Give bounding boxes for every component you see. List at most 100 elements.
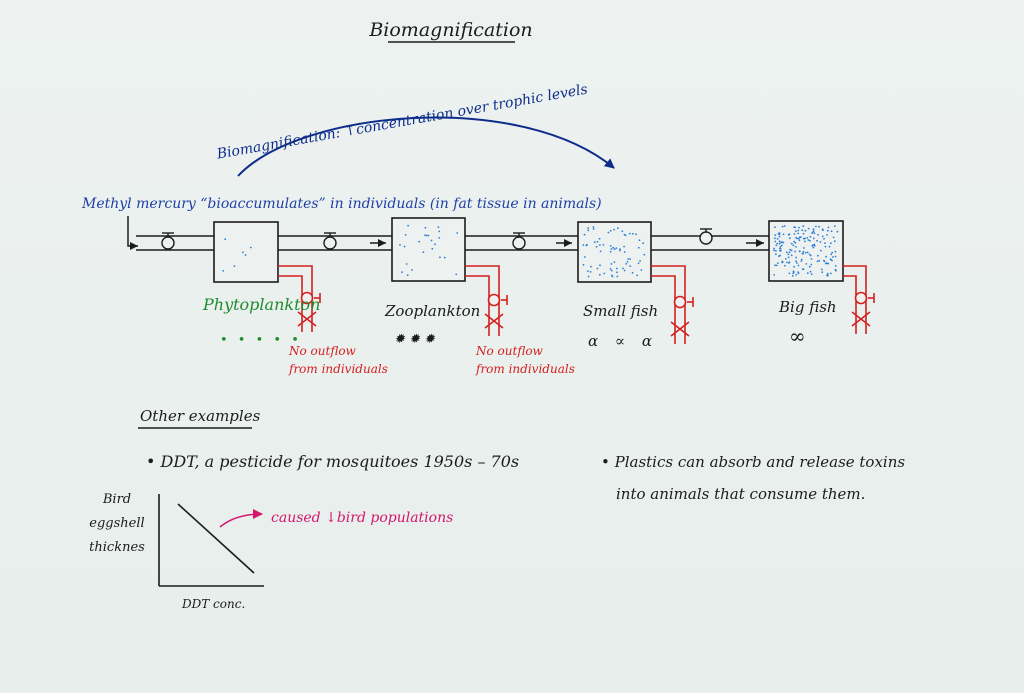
concentration-dot bbox=[815, 225, 817, 228]
concentration-dot bbox=[609, 250, 612, 253]
concentration-dot bbox=[787, 256, 790, 259]
concentration-dot bbox=[401, 271, 403, 273]
concentration-dot bbox=[424, 226, 427, 229]
concentration-dot bbox=[774, 226, 776, 229]
no-outflow-note-1-line1: No outflow bbox=[288, 344, 357, 358]
concentration-dot bbox=[796, 237, 798, 240]
concentration-dot bbox=[587, 275, 590, 278]
concentration-dot bbox=[775, 249, 777, 252]
concentration-dot bbox=[612, 246, 614, 249]
concentration-dot bbox=[610, 269, 613, 272]
concentration-dot bbox=[782, 233, 785, 236]
concentration-dot bbox=[584, 256, 586, 258]
concentration-dot bbox=[629, 258, 631, 260]
concentration-dot bbox=[611, 275, 614, 278]
concentration-dot bbox=[830, 230, 833, 233]
concentration-dot bbox=[405, 263, 408, 265]
concentration-dot bbox=[456, 232, 459, 234]
concentration-dot bbox=[779, 245, 782, 248]
concentration-dot bbox=[407, 224, 409, 227]
concentration-dot bbox=[820, 249, 822, 252]
concentration-dot bbox=[834, 265, 837, 267]
input-arrow bbox=[127, 216, 138, 250]
concentration-dot bbox=[778, 235, 781, 238]
concentration-dot bbox=[596, 240, 599, 243]
concentration-dot bbox=[812, 246, 815, 249]
outflow-pipe-zooplankton bbox=[465, 265, 508, 336]
concentration-dot bbox=[585, 244, 588, 247]
concentration-dot bbox=[625, 263, 628, 265]
plastics-line-2: into animals that consume them. bbox=[616, 485, 865, 503]
concentration-dot bbox=[610, 263, 613, 265]
level-label-small-fish: Small fish bbox=[583, 302, 658, 320]
concentration-dot bbox=[778, 240, 781, 243]
concentration-dot bbox=[802, 250, 805, 253]
concentration-dot bbox=[795, 260, 797, 263]
concentration-dot bbox=[823, 259, 825, 262]
concentration-dot bbox=[781, 241, 784, 244]
no-outflow-note-2-line2: from individuals bbox=[475, 362, 575, 376]
concentration-dot bbox=[623, 269, 626, 272]
concentration-dot bbox=[793, 265, 795, 268]
concentration-dot bbox=[777, 233, 780, 236]
concentration-dot bbox=[809, 235, 812, 238]
concentration-dot bbox=[799, 236, 802, 239]
concentration-dot bbox=[813, 232, 816, 235]
concentration-dot bbox=[629, 265, 632, 267]
concentration-dot bbox=[789, 248, 792, 251]
concentration-dot bbox=[826, 262, 829, 265]
concentration-dot bbox=[790, 242, 793, 245]
concentration-dot bbox=[797, 237, 800, 240]
graph-ylabel-line3: thicknes bbox=[89, 540, 145, 555]
concentration-dot bbox=[438, 237, 441, 239]
big-fish-organisms: ∞ bbox=[789, 324, 806, 348]
ddt-bullet: • DDT, a pesticide for mosquitoes 1950s … bbox=[146, 452, 519, 471]
concentration-dot bbox=[784, 258, 787, 260]
phytoplankton-organisms: • • • • • bbox=[220, 333, 302, 348]
concentration-dot bbox=[826, 272, 829, 275]
concentration-dot bbox=[787, 253, 790, 256]
valve-icon bbox=[512, 232, 526, 250]
concentration-dot bbox=[804, 229, 807, 232]
concentration-dot bbox=[831, 259, 833, 262]
tank-small-fish bbox=[577, 221, 652, 283]
level-label-phytoplankton: Phytoplankton bbox=[202, 295, 320, 314]
concentration-dot bbox=[784, 264, 786, 267]
concentration-dot bbox=[616, 275, 619, 278]
outflow-pipe-phytoplankton bbox=[278, 265, 321, 332]
concentration-dot bbox=[794, 230, 797, 233]
concentration-dot bbox=[599, 244, 601, 246]
concentration-dot bbox=[622, 267, 624, 270]
concentration-dot bbox=[418, 240, 421, 243]
concentration-dot bbox=[793, 271, 795, 273]
concentration-dot bbox=[802, 225, 805, 228]
concentration-dot bbox=[808, 265, 811, 268]
concentration-dot bbox=[824, 245, 827, 248]
graph-xlabel: DDT conc. bbox=[181, 597, 245, 611]
concentration-dot bbox=[773, 247, 775, 250]
concentration-dot bbox=[826, 229, 829, 232]
concentration-dot bbox=[795, 256, 797, 259]
pipe-valves bbox=[161, 228, 713, 250]
concentration-dot bbox=[810, 258, 813, 260]
concentration-dot bbox=[795, 274, 798, 276]
concentration-dot bbox=[797, 229, 800, 232]
concentration-dot bbox=[590, 265, 592, 268]
concentration-dot bbox=[582, 244, 585, 246]
concentration-dot bbox=[818, 259, 821, 262]
page-title: Biomagnification bbox=[368, 19, 532, 41]
concentration-dot bbox=[813, 244, 816, 247]
concentration-dot bbox=[832, 256, 834, 258]
graph-annotation: caused ↓bird populations bbox=[271, 510, 453, 526]
level-label-zooplankton: Zooplankton bbox=[384, 302, 480, 320]
concentration-dot bbox=[829, 258, 832, 261]
concentration-dot bbox=[792, 272, 794, 275]
concentration-dot bbox=[786, 261, 788, 264]
concentration-dot bbox=[638, 239, 641, 242]
concentration-dot bbox=[817, 233, 819, 236]
concentration-dot bbox=[789, 237, 791, 240]
concentration-dot bbox=[224, 238, 227, 241]
concentration-dot bbox=[399, 244, 401, 246]
no-outflow-note-2-line1: No outflow bbox=[475, 344, 544, 358]
concentration-dot bbox=[812, 231, 814, 233]
